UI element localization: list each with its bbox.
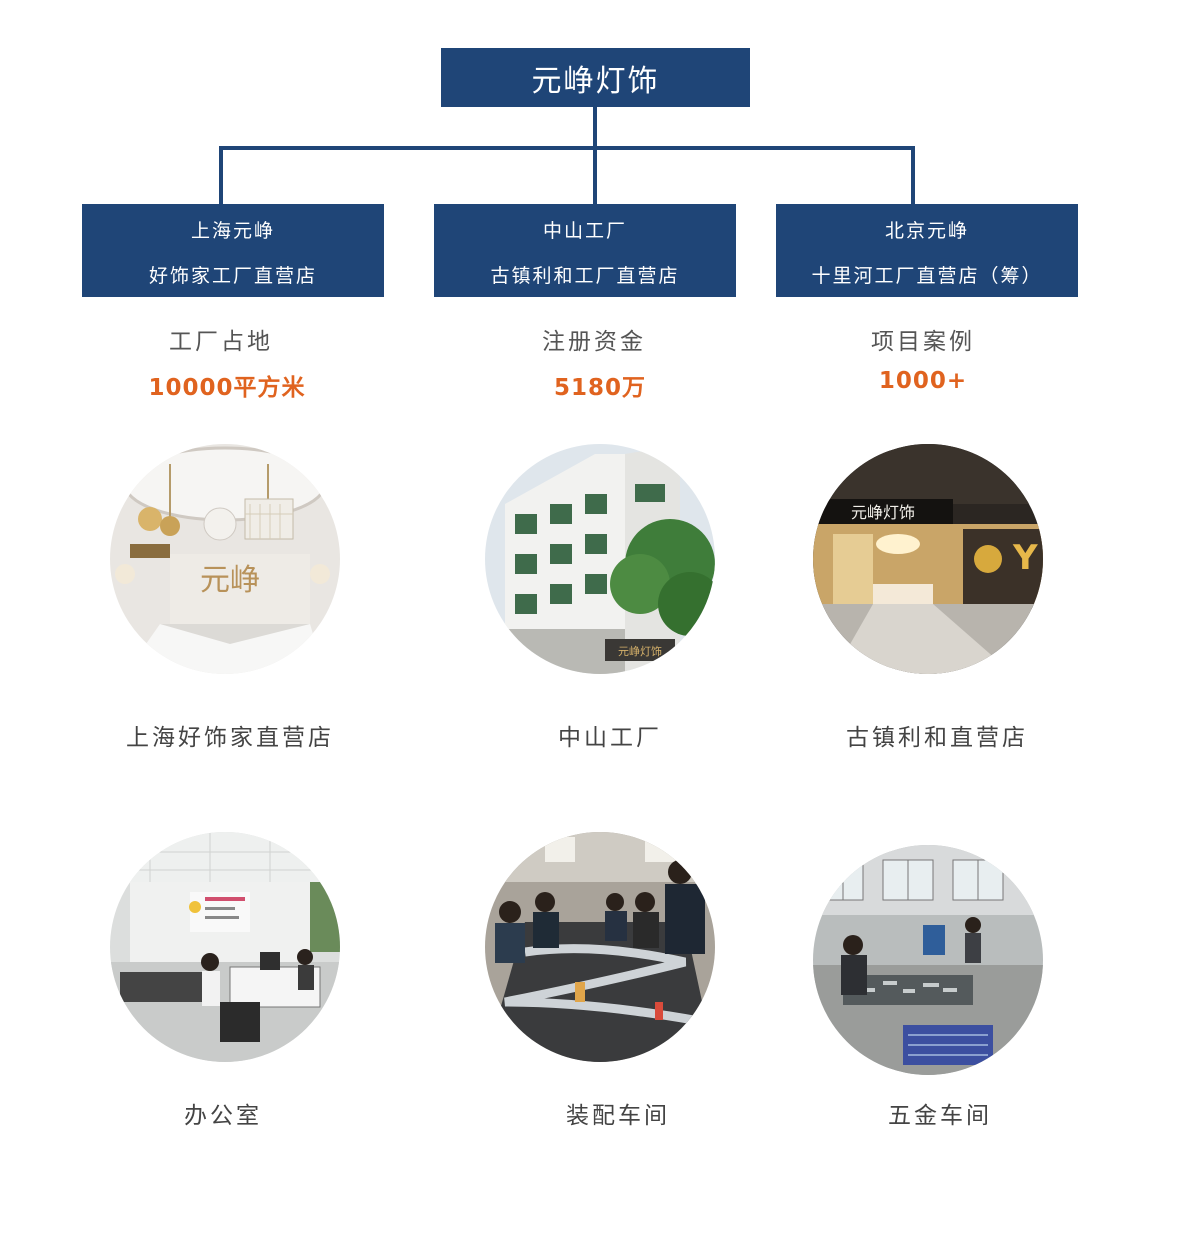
- stat-label-capital: 注册资金: [542, 329, 646, 355]
- store-wall-sign: 元峥: [200, 563, 260, 598]
- photo-shanghai-store: 元峥: [110, 444, 340, 674]
- photo-zhongshan-factory: 元峥灯饰: [485, 444, 715, 674]
- caption-zhongshan-factory: 中山工厂: [558, 725, 662, 751]
- caption-office: 办公室: [184, 1103, 262, 1129]
- branch-beijing-store: 十里河工厂直营店（筹）: [811, 265, 1043, 287]
- stat-value-projects: 1000+: [878, 368, 968, 394]
- photo-hardware-workshop: [813, 845, 1043, 1075]
- branch-zhongshan: 中山工厂 古镇利和工厂直营店: [434, 204, 736, 297]
- store-logo-y: Y: [1012, 538, 1038, 578]
- company-title: 元峥灯饰: [531, 63, 660, 99]
- photo-office: [110, 832, 340, 1062]
- store-front-sign: 元峥灯饰: [851, 503, 915, 522]
- caption-assembly-workshop: 装配车间: [566, 1103, 670, 1129]
- stat-value-area: 10000平方米: [148, 375, 306, 401]
- branch-beijing-name: 北京元峥: [884, 220, 969, 242]
- company-title-box: 元峥灯饰: [441, 48, 750, 107]
- branch-shanghai-name: 上海元峥: [190, 220, 275, 242]
- photo-assembly-workshop: [485, 832, 715, 1062]
- caption-hardware-workshop: 五金车间: [888, 1103, 992, 1129]
- stat-label-area: 工厂占地: [169, 329, 273, 355]
- connector-horizontal: [219, 146, 915, 150]
- branch-zhongshan-name: 中山工厂: [542, 220, 627, 242]
- connector-left: [219, 146, 223, 204]
- stat-label-projects: 项目案例: [871, 329, 975, 355]
- branch-shanghai-store: 好饰家工厂直营店: [148, 265, 317, 287]
- branch-beijing: 北京元峥 十里河工厂直营店（筹）: [776, 204, 1078, 297]
- caption-guzhen-store: 古镇利和直营店: [846, 725, 1028, 751]
- branch-shanghai: 上海元峥 好饰家工厂直营店: [82, 204, 384, 297]
- stat-value-capital: 5180万: [553, 375, 646, 401]
- connector-vertical-root: [593, 107, 597, 148]
- connector-center: [593, 146, 597, 204]
- factory-gate-sign: 元峥灯饰: [618, 644, 662, 658]
- caption-shanghai-store: 上海好饰家直营店: [126, 725, 334, 751]
- photo-guzhen-store: 元峥灯饰 Y: [813, 444, 1043, 674]
- branch-zhongshan-store: 古镇利和工厂直营店: [490, 265, 680, 287]
- connector-right: [911, 146, 915, 204]
